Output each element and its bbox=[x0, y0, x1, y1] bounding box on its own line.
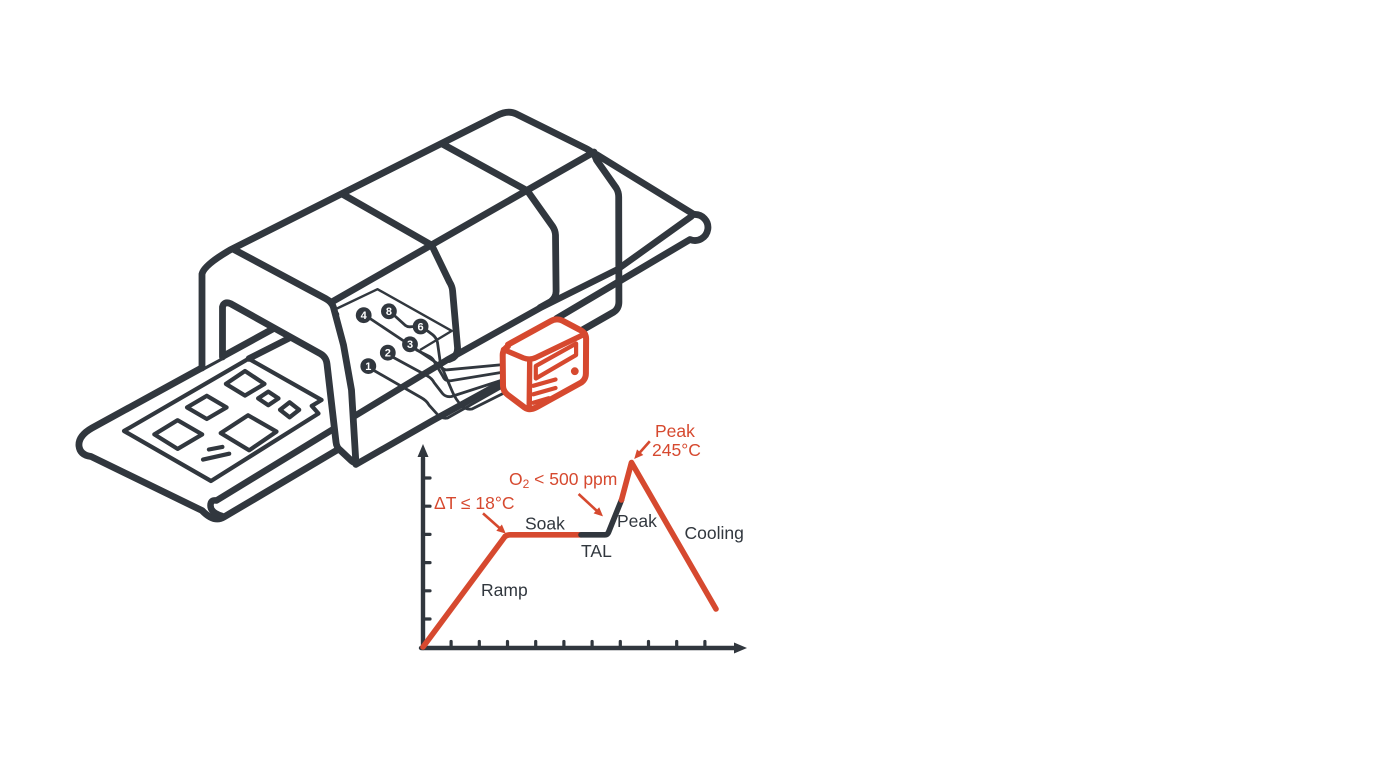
svg-text:245°C: 245°C bbox=[652, 440, 701, 460]
svg-text:Cooling: Cooling bbox=[685, 523, 744, 543]
svg-text:1: 1 bbox=[365, 361, 371, 373]
svg-text:Peak: Peak bbox=[617, 511, 657, 531]
svg-text:O2 < 500 ppm: O2 < 500 ppm bbox=[509, 469, 617, 491]
svg-text:Soak: Soak bbox=[525, 514, 565, 534]
svg-text:3: 3 bbox=[407, 339, 413, 351]
svg-text:6: 6 bbox=[418, 321, 424, 333]
svg-text:Ramp: Ramp bbox=[481, 580, 528, 600]
svg-text:TAL: TAL bbox=[581, 541, 612, 561]
svg-text:8: 8 bbox=[386, 306, 392, 318]
svg-text:Peak: Peak bbox=[655, 421, 695, 441]
svg-text:4: 4 bbox=[361, 310, 368, 322]
svg-text:ΔT ≤ 18°C: ΔT ≤ 18°C bbox=[434, 493, 515, 513]
svg-text:2: 2 bbox=[385, 348, 391, 360]
